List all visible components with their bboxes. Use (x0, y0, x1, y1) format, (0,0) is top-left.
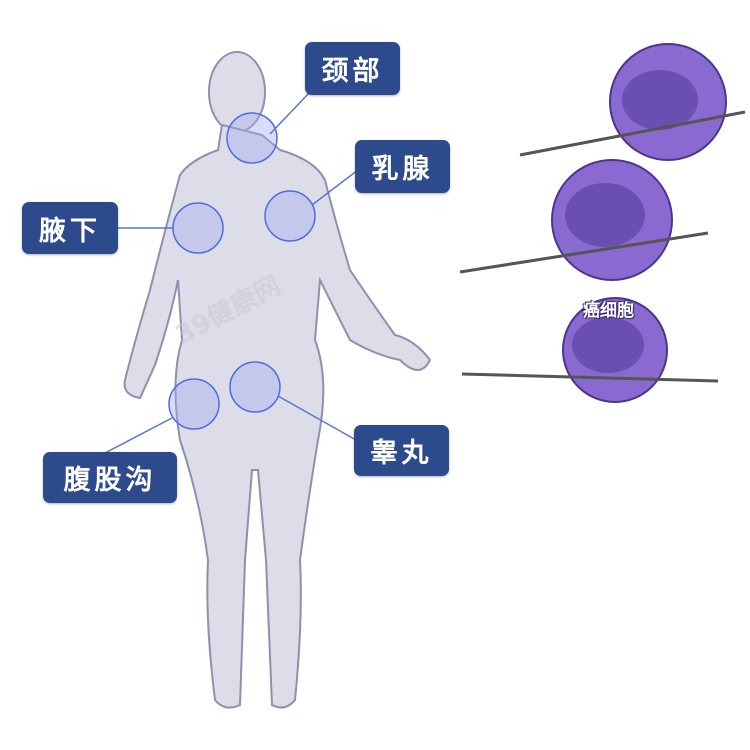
cancer-cells (459, 43, 746, 403)
neck-node (226, 112, 278, 164)
label-armpit: 腋下 (22, 202, 118, 254)
human-body (123, 51, 432, 709)
armpit-node (172, 202, 224, 254)
connector-lines (104, 91, 359, 454)
cancer-cell-label: 癌细胞 (583, 301, 634, 321)
breast-node (264, 190, 316, 242)
groin-node (168, 378, 220, 430)
testis-node (229, 361, 281, 413)
label-neck: 颈部 (305, 42, 400, 95)
label-breast: 乳腺 (355, 140, 450, 193)
label-groin: 腹股沟 (43, 452, 177, 503)
label-testis: 睾丸 (354, 425, 449, 476)
